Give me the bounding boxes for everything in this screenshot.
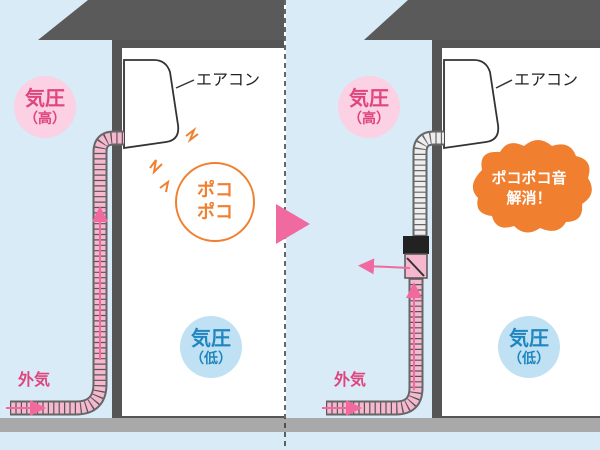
check-valve-device: [403, 236, 429, 279]
left-outdoor-pressure-badge: 気圧 （高）: [14, 76, 76, 138]
resolved-burst: [472, 140, 592, 233]
noise-text-line2: ポコ: [197, 202, 233, 223]
pressure-level: （低）: [508, 351, 550, 367]
right-ac-label: エアコン: [514, 70, 579, 89]
right-air-conditioner-icon: [443, 59, 500, 150]
pressure-label: 気圧: [191, 326, 231, 350]
resolved-text: ポコポコ音 解消！: [470, 168, 588, 208]
left-ac-leader-line: [175, 79, 195, 89]
pressure-level: （高）: [24, 111, 66, 127]
noise-zigzag-icon: [185, 127, 199, 143]
resolved-text-line1: ポコポコ音: [491, 169, 567, 187]
exhaust-arrow: [358, 258, 411, 275]
noise-text-line1: ポコ: [197, 180, 233, 201]
noise-zigzag-icon: [159, 179, 170, 193]
resolved-text-line2: 解消！: [506, 189, 552, 207]
left-air-conditioner-icon: [123, 59, 180, 150]
transition-arrow-icon: [276, 204, 310, 244]
pressure-label: 気圧: [349, 86, 389, 110]
pressure-level: （高）: [348, 111, 390, 127]
right-roof: [364, 0, 600, 40]
left-outside-air-label: 外気: [18, 370, 51, 389]
ground-bottom: [0, 432, 600, 450]
right-outdoor-pressure-badge: 気圧 （高）: [338, 76, 400, 138]
pressure-label: 気圧: [509, 326, 549, 350]
left-roof: [38, 0, 284, 40]
right-ac-leader-line: [495, 79, 513, 89]
noise-zigzag-icon: [149, 159, 163, 175]
pressure-level: （低）: [190, 351, 232, 367]
left-ac-label: エアコン: [196, 70, 261, 89]
ground-strip: [0, 418, 600, 432]
right-indoor-pressure-badge: 気圧 （低）: [498, 316, 560, 378]
right-drain-hose: [326, 130, 444, 416]
noise-bubble: ポコ ポコ: [175, 162, 255, 242]
pressure-label: 気圧: [25, 86, 65, 110]
left-indoor-pressure-badge: 気圧 （低）: [180, 316, 242, 378]
right-outside-air-label: 外気: [334, 370, 367, 389]
